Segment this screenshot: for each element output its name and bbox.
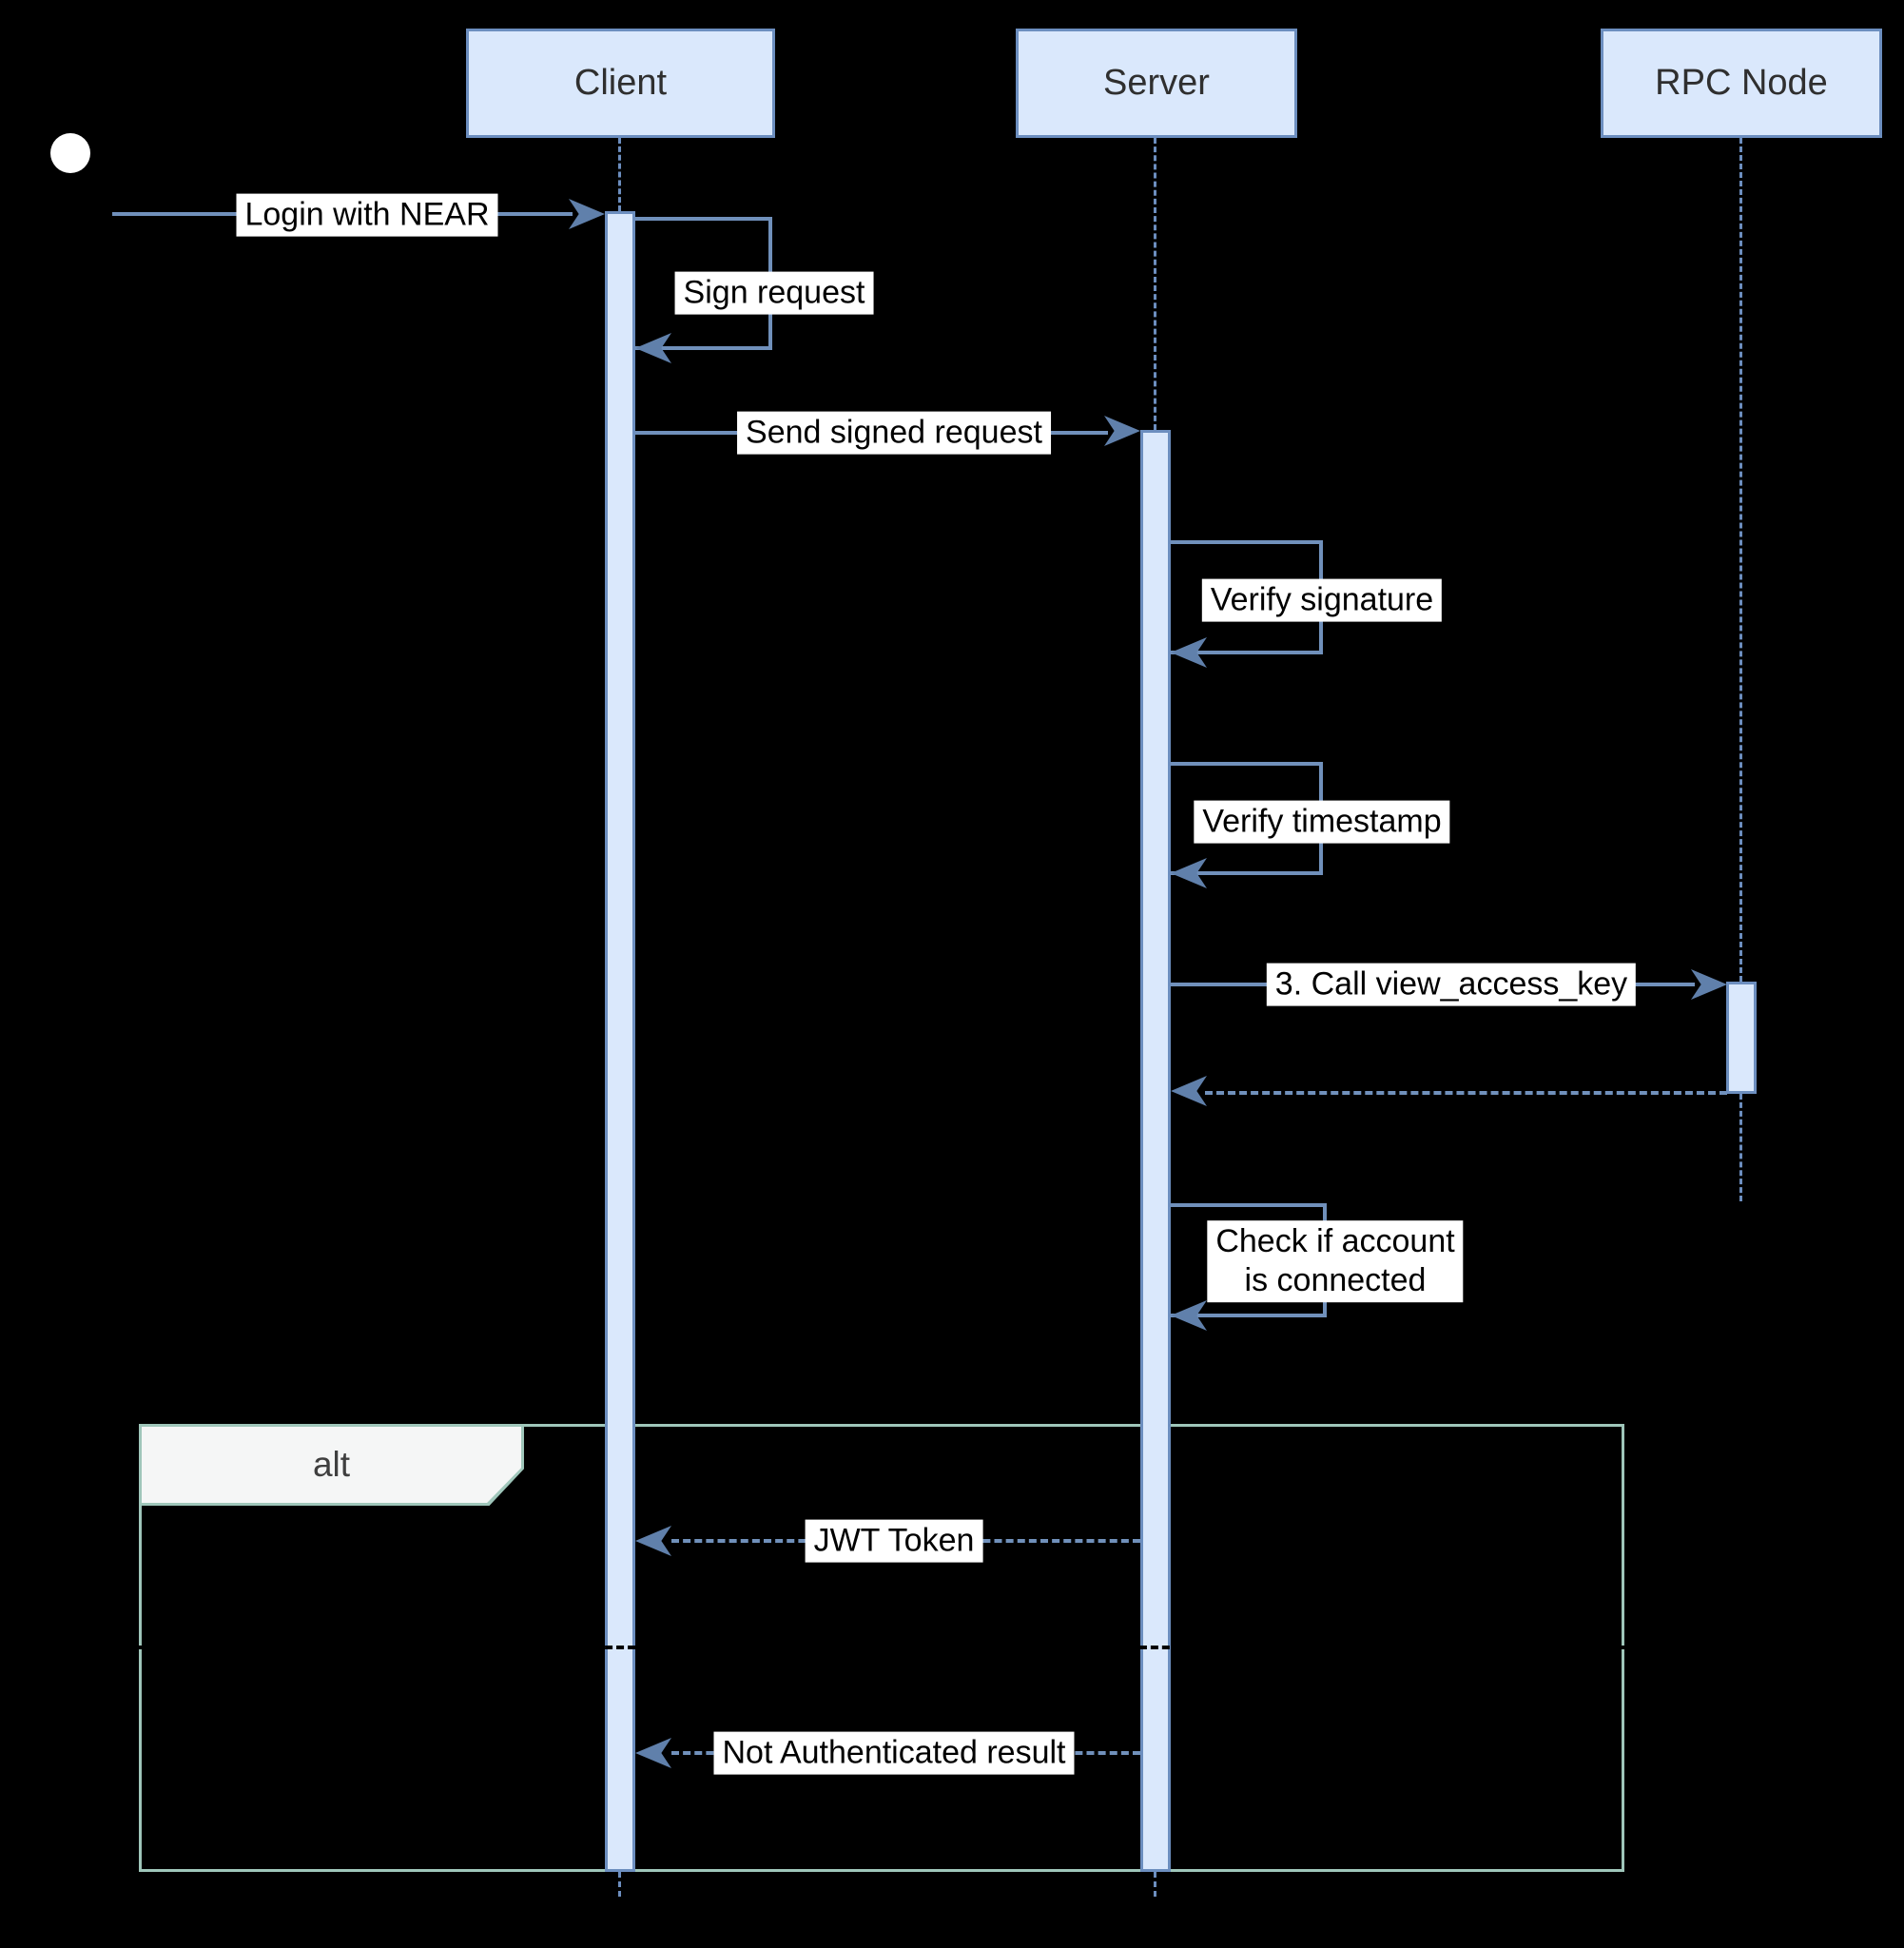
message-login-arrowhead [569,199,605,229]
lifeline-server-upper [1154,138,1156,430]
actor-box-rpc-node: RPC Node [1601,29,1882,138]
activation-bar-client [605,211,635,1872]
lifeline-client-upper [618,138,621,211]
message-login-label: Login with NEAR [236,193,498,237]
lifeline-server-lower [1154,1872,1156,1897]
lifeline-client-lower [618,1872,621,1897]
message-check-account-label: Check if account is connected [1207,1220,1464,1302]
actor-label-rpc-node: RPC Node [1655,63,1828,103]
actor-label-server: Server [1103,63,1210,103]
message-send-signed-arrowhead [1104,416,1140,446]
actor-label-client: Client [573,63,668,103]
start-actor-dot [50,133,90,173]
message-rpc-return-arrowhead [1171,1076,1207,1106]
alt-frame-label-box: alt [139,1424,524,1506]
message-verify-timestamp-label: Verify timestamp [1194,800,1450,844]
message-jwt-token-label: JWT Token [805,1519,983,1563]
activation-bar-rpc [1726,982,1757,1094]
message-not-authenticated-label: Not Authenticated result [713,1731,1075,1775]
activation-bar-server [1140,430,1171,1872]
lifeline-rpc-lower [1739,1094,1742,1201]
message-call-view-access-key-arrowhead [1691,969,1727,1000]
message-verify-signature-label: Verify signature [1201,578,1443,622]
lifeline-rpc-upper [1739,138,1742,982]
message-rpc-return-line [1205,1091,1727,1095]
message-call-view-access-key-label: 3. Call view_access_key [1266,963,1637,1006]
message-send-signed-label: Send signed request [737,411,1051,455]
message-sign-request-label: Sign request [674,271,874,315]
alt-frame-label: alt [142,1427,521,1503]
alt-frame-label-text: alt [312,1445,351,1484]
alt-divider-line [139,1646,1624,1649]
actor-box-server: Server [1016,29,1297,138]
actor-box-client: Client [466,29,775,138]
